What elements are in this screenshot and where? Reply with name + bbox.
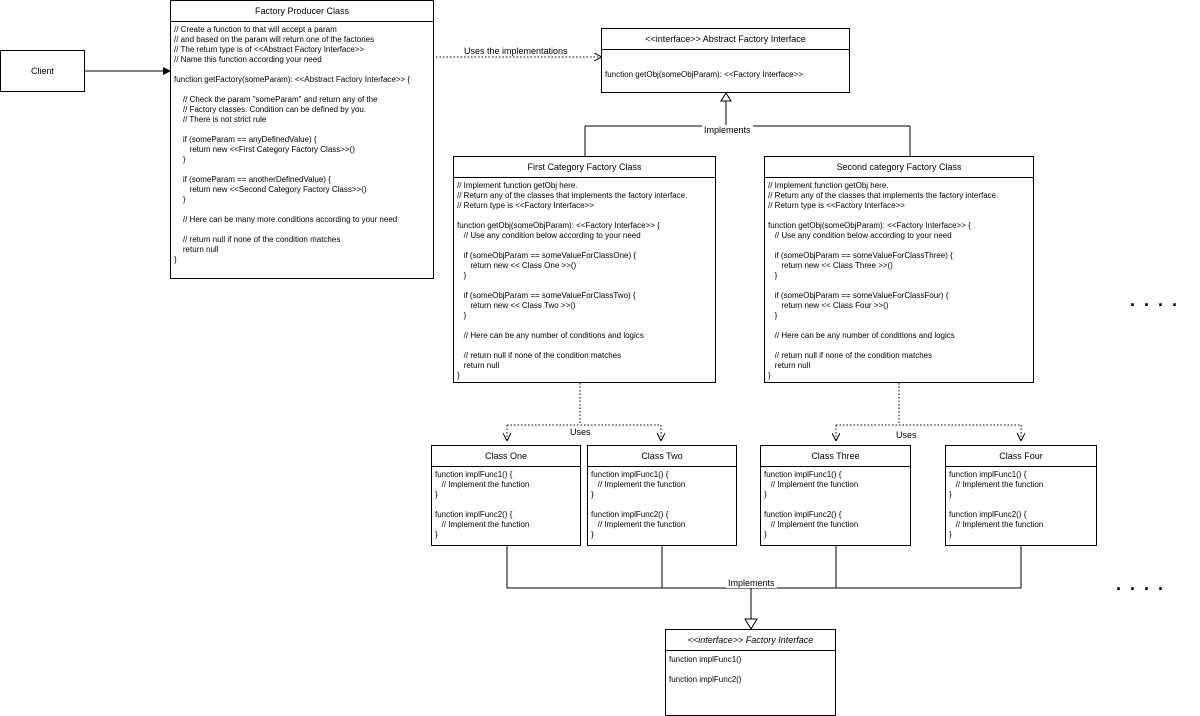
class-three: Class Three function implFunc1() { // Im…	[760, 445, 911, 546]
class-three-title: Class Three	[761, 446, 910, 467]
class-four-title: Class Four	[946, 446, 1096, 467]
abstract-factory-interface-title: <<interface>> Abstract Factory Interface	[602, 29, 849, 50]
class-four-body: function implFunc1() { // Implement the …	[949, 470, 1044, 539]
class-one-title: Class One	[432, 446, 580, 467]
class-two-body: function implFunc1() { // Implement the …	[591, 470, 686, 539]
second-category-factory-body: // Implement function getObj here. // Re…	[768, 181, 999, 380]
more-classes-ellipsis: ....	[1116, 574, 1173, 594]
factory-interface-body: function implFunc1() function implFunc2(…	[669, 655, 742, 684]
factory-producer-class: Factory Producer Class // Create a funct…	[170, 0, 434, 279]
first-category-factory-title: First Category Factory Class	[454, 157, 715, 178]
class-three-body: function implFunc1() { // Implement the …	[764, 470, 859, 539]
abstract-factory-interface-body: function getObj(someObjParam): <<Factory…	[605, 70, 803, 79]
class-one-body: function implFunc1() { // Implement the …	[435, 470, 530, 539]
implements-bottom-label: Implements	[726, 578, 777, 588]
implements-top-label: Implements	[702, 125, 753, 135]
uses-implementations-label: Uses the implementations	[462, 46, 570, 56]
factory-interface-title: <<interface>> Factory Interface	[666, 630, 835, 651]
factory-interface: <<interface>> Factory Interface function…	[665, 629, 836, 716]
uses-right-label: Uses	[894, 430, 919, 440]
class-four: Class Four function implFunc1() { // Imp…	[945, 445, 1097, 546]
factory-producer-body: // Create a function to that will accept…	[174, 25, 411, 264]
class-two-title: Class Two	[588, 446, 736, 467]
uses-left-label: Uses	[568, 427, 593, 437]
implements-bottom-connector	[506, 546, 1022, 630]
client-box: Client	[0, 50, 85, 92]
uses-left-connector	[507, 383, 661, 440]
first-category-factory-body: // Implement function getObj here. // Re…	[457, 181, 688, 380]
factory-producer-title: Factory Producer Class	[171, 1, 433, 22]
second-category-factory-class: Second category Factory Class // Impleme…	[764, 156, 1034, 383]
uses-right-connector	[836, 383, 1021, 440]
class-two: Class Two function implFunc1() { // Impl…	[587, 445, 737, 546]
more-factories-ellipsis: ....	[1130, 290, 1187, 310]
class-one: Class One function implFunc1() { // Impl…	[431, 445, 581, 546]
abstract-factory-interface: <<interface>> Abstract Factory Interface…	[601, 28, 850, 93]
second-category-factory-title: Second category Factory Class	[765, 157, 1033, 178]
client-label: Client	[30, 66, 54, 76]
first-category-factory-class: First Category Factory Class // Implemen…	[453, 156, 716, 383]
